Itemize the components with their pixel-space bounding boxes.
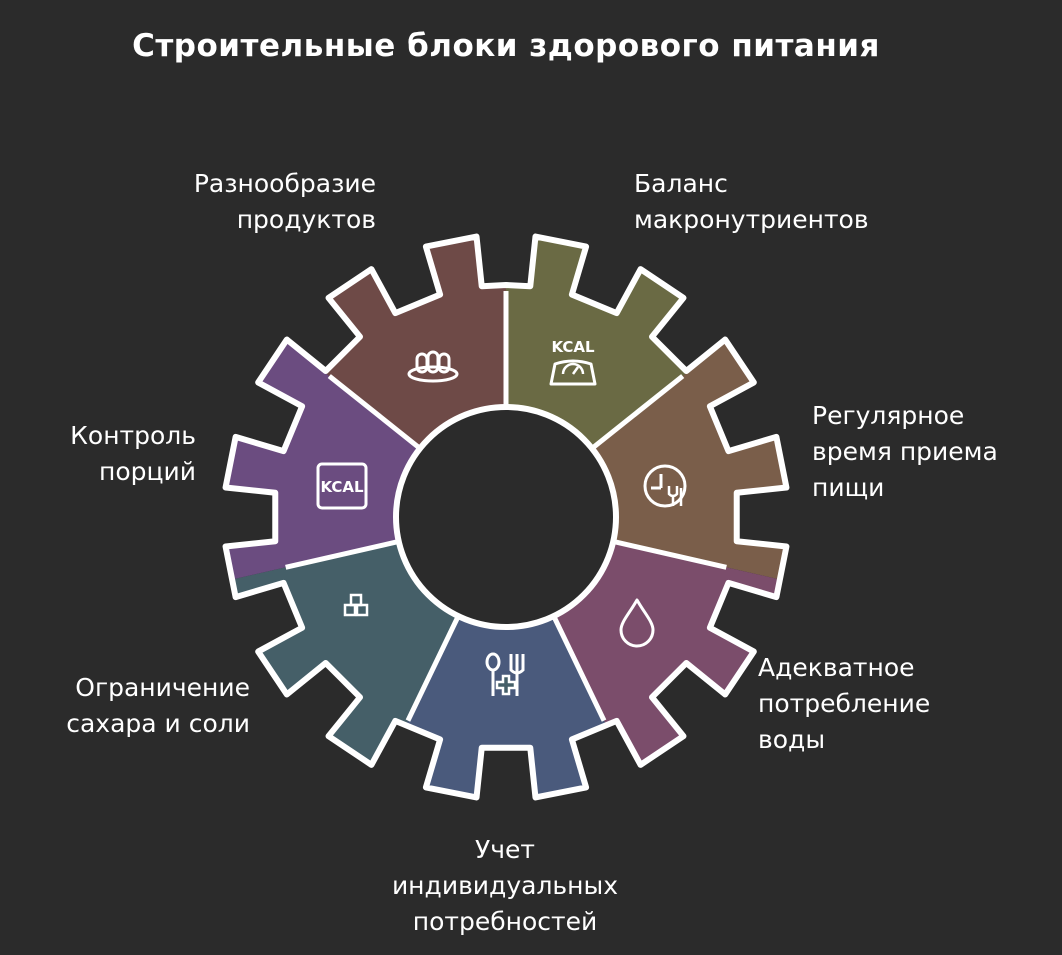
svg-text:KCAL: KCAL — [551, 338, 595, 356]
kcal-scale-icon: KCAL — [549, 338, 597, 386]
segment-divider — [285, 539, 400, 570]
gear-icons: KCAL KCAL — [316, 338, 687, 696]
gear-segment — [225, 341, 420, 580]
gear-outer-edge — [222, 233, 790, 801]
segment-label-macronutrients: Баланс макронутриентов — [634, 169, 869, 234]
water-drop-icon — [619, 598, 655, 648]
kcal-box-icon: KCAL — [316, 462, 368, 510]
segment-label-sugar-salt: Ограничение сахара и соли — [66, 673, 250, 738]
svg-text:KCAL: KCAL — [320, 478, 364, 496]
segment-label-portion-control: Контроль порций — [70, 421, 196, 486]
segment-label-water: Адекватное потребление воды — [758, 653, 931, 754]
segment-divider — [590, 374, 685, 451]
segment-divider — [327, 374, 422, 451]
gear-segment — [405, 616, 607, 798]
gear-segment — [592, 341, 787, 580]
sugar-cubes-icon — [343, 593, 369, 617]
segment-divider — [551, 615, 607, 722]
gear-segment-fills — [225, 236, 787, 798]
gear-outline — [222, 233, 790, 801]
segment-label-meal-time: Регулярное время приема пищи — [812, 401, 998, 502]
gear-segment — [506, 236, 727, 449]
segment-divider — [612, 539, 727, 570]
segment-label-individual-needs: Учет индивидуальных потребностей — [391, 835, 619, 936]
gear-segment — [231, 541, 459, 765]
meal-time-icon — [643, 464, 687, 508]
nutrition-health-icon — [485, 652, 525, 696]
gear-segment — [285, 236, 506, 449]
food-variety-icon — [407, 350, 459, 383]
segment-divider — [405, 615, 461, 722]
segment-label-food-variety: Разнообразие продуктов — [193, 169, 376, 234]
gear-segment — [553, 541, 781, 765]
gear-hub — [393, 404, 619, 630]
page-title: Строительные блоки здорового питания — [132, 28, 880, 64]
